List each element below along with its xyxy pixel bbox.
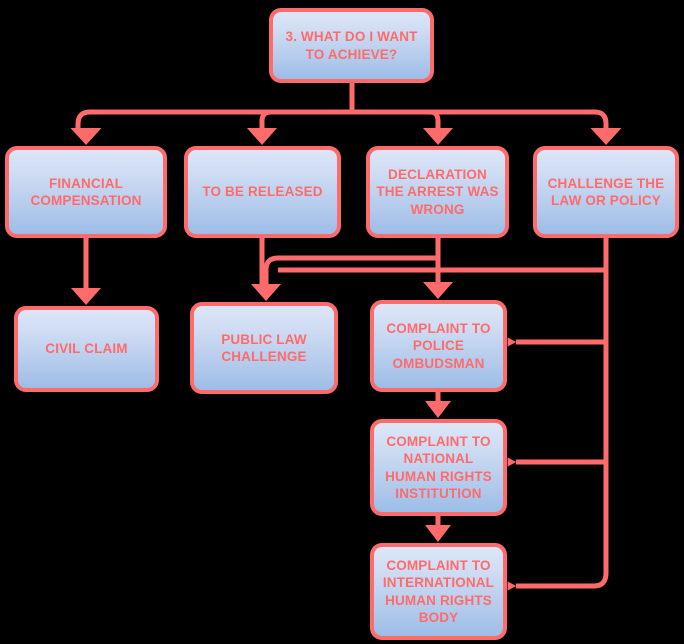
node-declaration-arrest-wrong[interactable]: DECLARATION THE ARREST WAS WRONG xyxy=(366,146,509,238)
node-financial-compensation[interactable]: FINANCIAL COMPENSATION xyxy=(5,146,167,238)
node-complaint-international-human-rights[interactable]: COMPLAINT TO INTERNATIONAL HUMAN RIGHTS … xyxy=(370,543,507,640)
edge-root-to-financial xyxy=(75,109,352,131)
arrowhead-financial xyxy=(70,128,102,145)
node-complaint-international-human-rights-label: COMPLAINT TO INTERNATIONAL HUMAN RIGHTS … xyxy=(382,557,495,625)
node-complaint-police-ombudsman[interactable]: COMPLAINT TO POLICE OMBUDSMAN xyxy=(370,300,507,392)
node-to-be-released[interactable]: TO BE RELEASED xyxy=(184,146,341,238)
node-complaint-national-human-rights[interactable]: COMPLAINT TO NATIONAL HUMAN RIGHTS INSTI… xyxy=(370,419,507,516)
node-root-label: 3. WHAT DO I WANT TO ACHIEVE? xyxy=(285,29,418,62)
arrowhead-international xyxy=(425,525,451,542)
node-challenge-law-policy[interactable]: CHALLENGE THE LAW OR POLICY xyxy=(533,146,679,238)
node-to-be-released-label: TO BE RELEASED xyxy=(202,184,323,200)
arrowhead-released xyxy=(247,128,277,145)
node-complaint-police-ombudsman-label: COMPLAINT TO POLICE OMBUDSMAN xyxy=(386,321,491,371)
node-civil-claim[interactable]: CIVIL CLAIM xyxy=(14,306,159,392)
edge-challenge-to-international xyxy=(507,238,609,591)
edge-root-to-released xyxy=(259,109,352,131)
node-root[interactable]: 3. WHAT DO I WANT TO ACHIEVE? xyxy=(269,8,434,83)
arrowhead-ombudsman xyxy=(423,282,453,299)
node-complaint-national-human-rights-label: COMPLAINT TO NATIONAL HUMAN RIGHTS INSTI… xyxy=(385,433,492,501)
edge-root-to-declaration xyxy=(352,109,441,131)
node-public-law-challenge-label: PUBLIC LAW CHALLENGE xyxy=(221,331,307,364)
arrowhead-national xyxy=(425,401,451,418)
node-financial-compensation-label: FINANCIAL COMPENSATION xyxy=(30,175,142,208)
node-challenge-law-policy-label: CHALLENGE THE LAW OR POLICY xyxy=(547,175,665,208)
node-declaration-arrest-wrong-label: DECLARATION THE ARREST WAS WRONG xyxy=(376,167,499,217)
node-civil-claim-label: CIVIL CLAIM xyxy=(45,341,128,357)
node-public-law-challenge[interactable]: PUBLIC LAW CHALLENGE xyxy=(190,302,338,394)
edge-declaration-to-public xyxy=(263,255,438,287)
arrowhead-civil-claim xyxy=(71,288,101,305)
arrowhead-public-law xyxy=(251,284,281,301)
edge-root-to-challenge xyxy=(352,109,609,131)
arrowhead-declaration xyxy=(423,128,453,145)
arrowhead-challenge xyxy=(590,128,622,145)
